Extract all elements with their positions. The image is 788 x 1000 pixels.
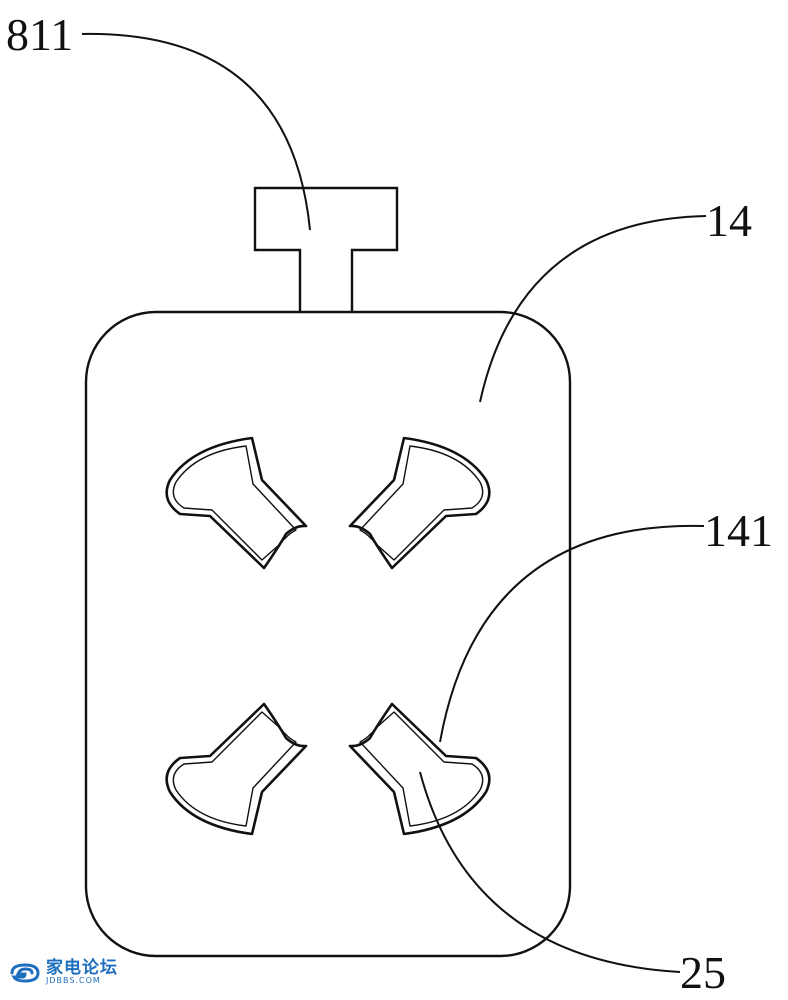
label-14: 14 xyxy=(706,195,752,246)
label-811: 811 xyxy=(6,9,74,60)
leader-141 xyxy=(439,524,705,743)
slot-lower-right xyxy=(348,702,491,836)
socket-body xyxy=(84,310,572,958)
label-141: 141 xyxy=(704,505,773,556)
leader-14 xyxy=(479,215,707,403)
watermark-logo-icon xyxy=(10,962,40,983)
watermark-title: 家电论坛 xyxy=(46,958,118,978)
slot-lower-left xyxy=(165,702,308,836)
leader-25 xyxy=(419,771,681,973)
watermark-url: JDBBS.COM xyxy=(46,976,101,985)
watermark: 家电论坛 JDBBS.COM xyxy=(8,960,118,985)
slot-upper-right xyxy=(348,436,491,570)
label-25: 25 xyxy=(680,947,726,998)
leader-811 xyxy=(81,32,311,231)
slot-upper-left xyxy=(165,436,308,570)
connector-811 xyxy=(253,186,399,312)
